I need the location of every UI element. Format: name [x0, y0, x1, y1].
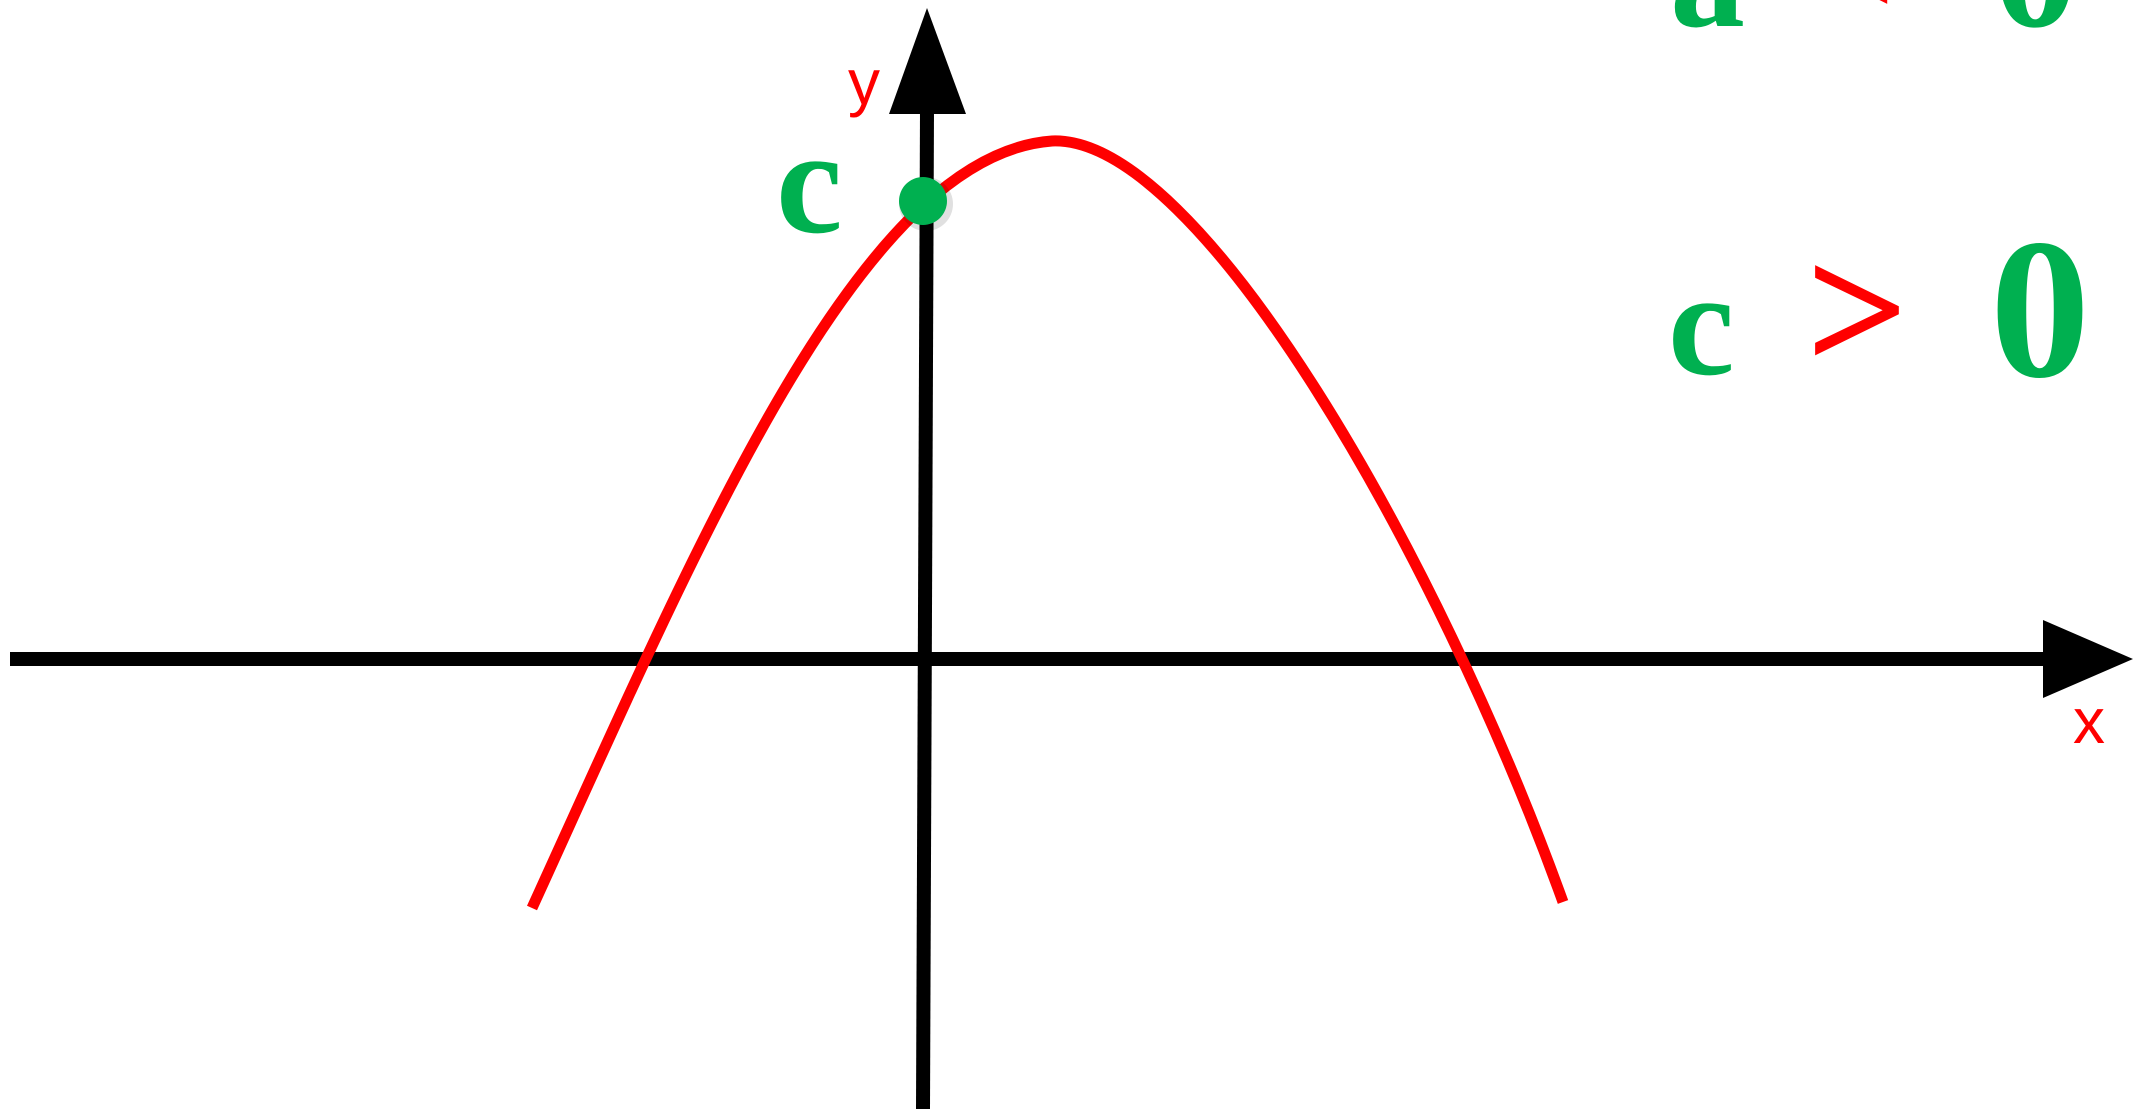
y-axis-line — [916, 109, 934, 1109]
condition-op: > — [1806, 210, 1909, 409]
y-axis-arrow-icon — [889, 8, 966, 114]
y-axis-label: y — [848, 46, 880, 118]
parabola-curve — [526, 135, 1569, 911]
top-expression-var: a — [1670, 0, 1745, 59]
intercept-dot-icon — [899, 177, 947, 225]
intercept-label: c — [776, 99, 843, 265]
x-axis-label: x — [2073, 685, 2105, 757]
top-expression-op: < — [1810, 0, 1895, 49]
top-expression-val: 0 — [1993, 0, 2078, 63]
condition-val: 0 — [1990, 199, 2090, 420]
x-axis-arrow-icon — [2043, 620, 2133, 698]
condition-var: c — [1668, 241, 1735, 407]
